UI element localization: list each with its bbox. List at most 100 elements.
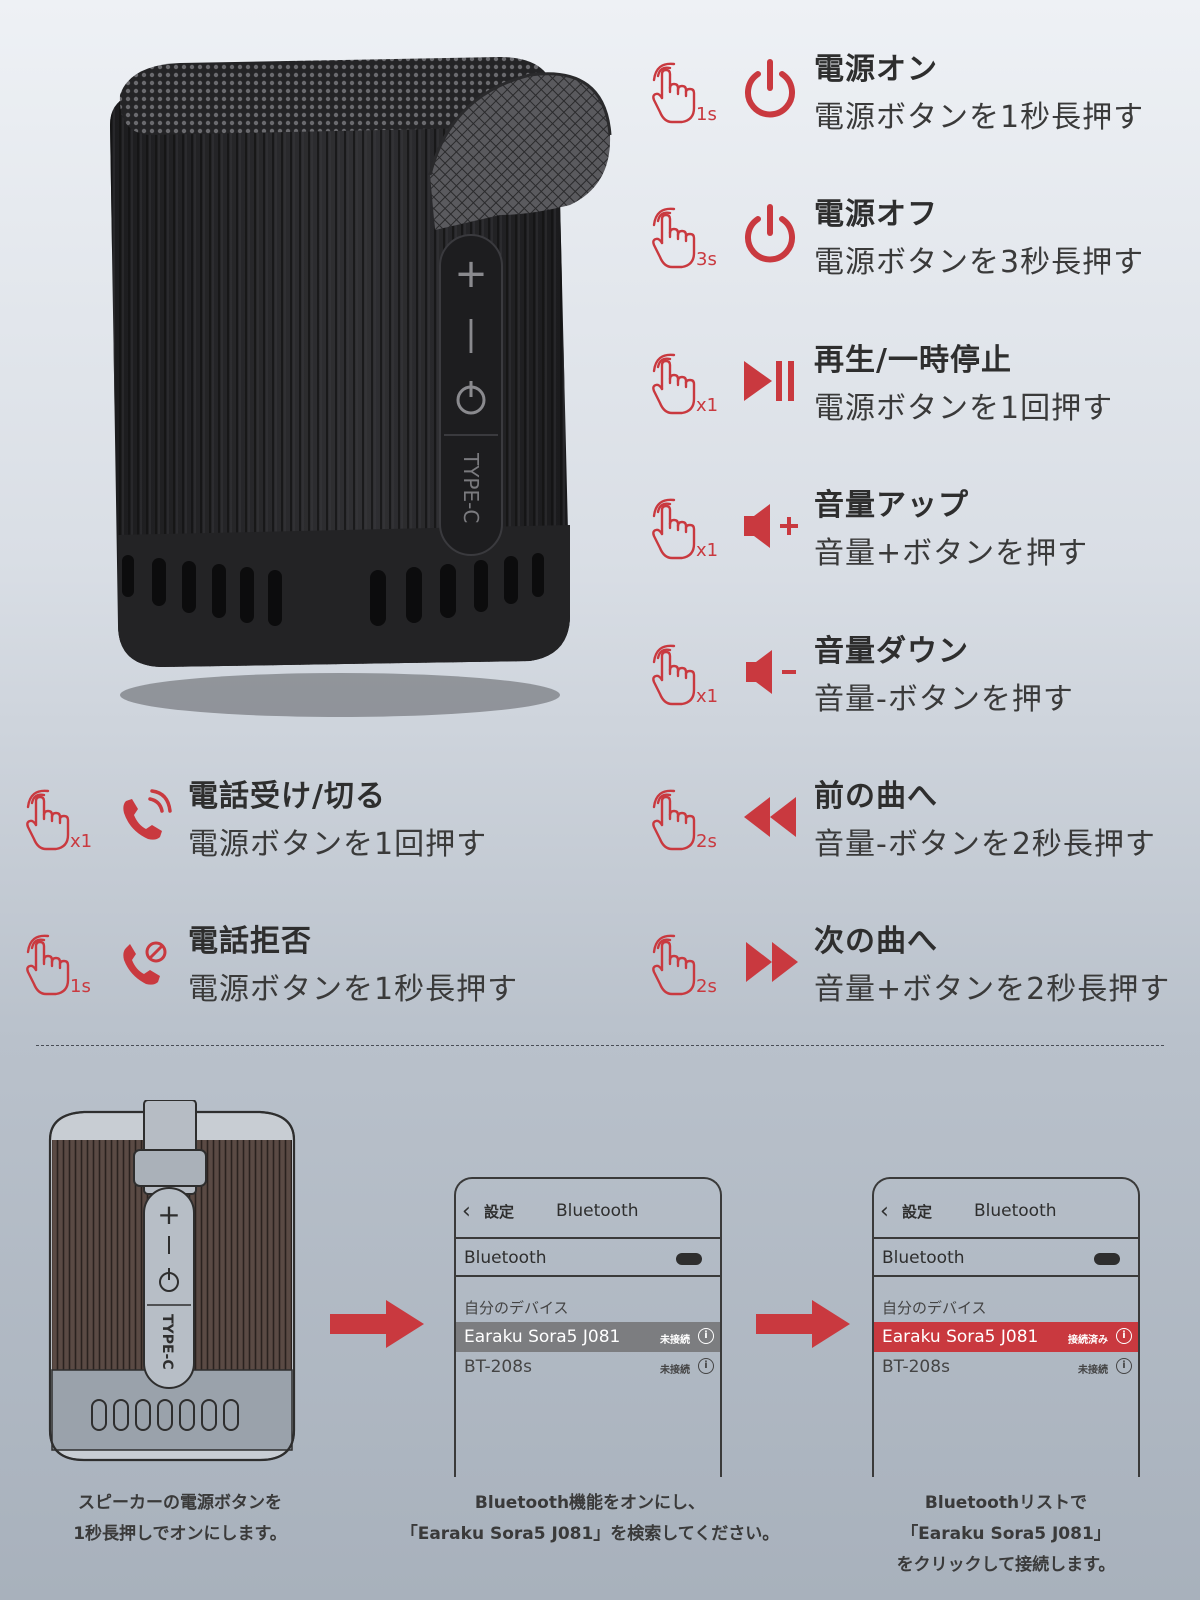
controls_right-control-row: 2s 前の曲へ音量-ボタンを2秒長押す — [650, 779, 1190, 895]
play-pause-icon — [744, 361, 794, 401]
device-name: BT-208s — [882, 1357, 950, 1377]
phone-screen-search: ‹ 設定 Bluetooth Bluetooth 自分のデバイス Earaku … — [454, 1177, 722, 1477]
press-duration-label: x1 — [696, 395, 718, 416]
control-description: 電源ボタンを3秒長押す — [814, 245, 1145, 280]
control-description: 音量-ボタンを2秒長押す — [814, 827, 1156, 862]
phone-title: Bluetooth — [556, 1201, 639, 1221]
back-label[interactable]: 設定 — [484, 1203, 515, 1221]
speaker-outline-image: + TYPE-C — [48, 1100, 296, 1462]
caption-line: Bluetooth機能をオンにし、 — [474, 1493, 706, 1513]
device-status: 未接続 — [660, 1365, 690, 1376]
controls_right-control-row: 1s 電源オン電源ボタンを1秒長押す — [650, 52, 1190, 168]
back-chevron-icon[interactable]: ‹ — [462, 1199, 471, 1224]
bluetooth-row-label: Bluetooth — [464, 1248, 547, 1268]
press-duration-label: 1s — [696, 104, 717, 125]
press-duration-label: 2s — [696, 831, 717, 852]
my-devices-heading: 自分のデバイス — [464, 1299, 569, 1317]
control-title: 電源オフ — [814, 197, 938, 232]
info-icon[interactable]: i — [1116, 1328, 1132, 1344]
device-item-bt208s[interactable]: BT-208s 未接続 i — [456, 1352, 720, 1382]
tap-hand-icon: x1 — [652, 644, 718, 707]
caption-line: スピーカーの電源ボタンを — [78, 1493, 282, 1513]
speaker-product-image: + | TYPE-C — [110, 57, 612, 717]
control-description: 電源ボタンを1回押す — [814, 391, 1114, 426]
controls_right-control-row: x1 音量アップ音量+ボタンを押す — [650, 488, 1190, 604]
volume-up-icon — [744, 504, 798, 548]
info-icon[interactable]: i — [698, 1328, 714, 1344]
bluetooth-toggle[interactable] — [676, 1253, 702, 1265]
info-icon[interactable]: i — [698, 1358, 714, 1374]
device-status: 未接続 — [1078, 1365, 1108, 1376]
phone-header: ‹ 設定 Bluetooth — [874, 1179, 1138, 1239]
step2-caption: Bluetooth機能をオンにし、 「Earaku Sora5 J081」を検索… — [380, 1488, 800, 1550]
phone-call-icon — [123, 789, 172, 840]
arrow-right-icon — [330, 1300, 424, 1348]
tap-hand-icon: 1s — [652, 62, 717, 125]
svg-text:+: + — [157, 1198, 180, 1231]
control-description: 音量+ボタンを2秒長押す — [814, 972, 1171, 1007]
control-description: 電源ボタンを1回押す — [188, 827, 488, 862]
press-duration-label: 1s — [70, 976, 91, 997]
step1-caption: スピーカーの電源ボタンを 1秒長押しでオンにします。 — [20, 1488, 340, 1550]
caption-line: 1秒長押しでオンにします。 — [73, 1524, 287, 1544]
bluetooth-row-label: Bluetooth — [882, 1248, 965, 1268]
bluetooth-row: Bluetooth — [874, 1239, 1138, 1277]
control-description: 音量-ボタンを押す — [814, 682, 1074, 717]
device-name: Earaku Sora5 J081 — [464, 1327, 621, 1347]
bluetooth-row: Bluetooth — [456, 1239, 720, 1277]
device-name: BT-208s — [464, 1357, 532, 1377]
tap-hand-icon: 2s — [652, 934, 717, 997]
control-title: 音量アップ — [814, 488, 969, 523]
tap-hand-icon: x1 — [652, 353, 718, 416]
type-c-outline-label: TYPE-C — [159, 1314, 175, 1370]
tap-hand-icon: 3s — [652, 207, 717, 270]
device-item-earaku[interactable]: Earaku Sora5 J081 接続済み i — [874, 1322, 1138, 1352]
step3-caption: Bluetoothリストで 「Earaku Sora5 J081」 をクリックし… — [856, 1488, 1156, 1581]
press-duration-label: x1 — [70, 831, 92, 852]
phone-screen-connected: ‹ 設定 Bluetooth Bluetooth 自分のデバイス Earaku … — [872, 1177, 1140, 1477]
next-track-icon — [746, 942, 798, 982]
control-title: 次の曲へ — [814, 924, 938, 959]
caption-line: 「Earaku Sora5 J081」 — [901, 1524, 1111, 1544]
press-duration-label: 2s — [696, 976, 717, 997]
info-icon[interactable]: i — [1116, 1358, 1132, 1374]
back-chevron-icon[interactable]: ‹ — [880, 1199, 889, 1224]
my-devices-heading: 自分のデバイス — [882, 1299, 987, 1317]
back-label[interactable]: 設定 — [902, 1203, 933, 1221]
control-title: 音量ダウン — [814, 634, 969, 669]
device-item-bt208s[interactable]: BT-208s 未接続 i — [874, 1352, 1138, 1382]
control-title: 前の曲へ — [814, 779, 938, 814]
bluetooth-toggle[interactable] — [1094, 1253, 1120, 1265]
tap-hand-icon: 1s — [26, 934, 91, 997]
controls_right-control-row: x1 音量ダウン音量-ボタンを押す — [650, 634, 1190, 750]
svg-text:|: | — [465, 314, 476, 354]
power-icon — [745, 204, 795, 263]
control-description: 電源ボタンを1秒長押す — [188, 972, 519, 1007]
device-name: Earaku Sora5 J081 — [882, 1327, 1039, 1347]
section-divider — [36, 1045, 1164, 1046]
tap-hand-icon: 2s — [652, 789, 717, 852]
previous-track-icon — [744, 797, 796, 837]
svg-text:+: + — [454, 251, 488, 297]
device-status: 接続済み — [1068, 1335, 1108, 1346]
phone-header: ‹ 設定 Bluetooth — [456, 1179, 720, 1239]
volume-down-icon — [746, 650, 796, 694]
controls_right-control-row: 2s 次の曲へ音量+ボタンを2秒長押す — [650, 924, 1190, 1040]
power-icon — [745, 59, 795, 118]
control-description: 音量+ボタンを押す — [814, 536, 1089, 571]
caption-line: 「Earaku Sora5 J081」を検索してください。 — [400, 1524, 780, 1544]
device-item-earaku[interactable]: Earaku Sora5 J081 未接続 i — [456, 1322, 720, 1352]
press-duration-label: x1 — [696, 540, 718, 561]
control-title: 電源オン — [814, 52, 938, 87]
press-duration-label: 3s — [696, 249, 717, 270]
phone-title: Bluetooth — [974, 1201, 1057, 1221]
control-description: 電源ボタンを1秒長押す — [814, 100, 1145, 135]
controls_right-control-row: 3s 電源オフ電源ボタンを3秒長押す — [650, 197, 1190, 313]
type-c-label: TYPE-C — [459, 452, 483, 523]
caption-line: をクリックして接続します。 — [896, 1555, 1116, 1575]
phone-reject-icon — [123, 941, 167, 985]
tap-hand-icon: x1 — [652, 498, 718, 561]
